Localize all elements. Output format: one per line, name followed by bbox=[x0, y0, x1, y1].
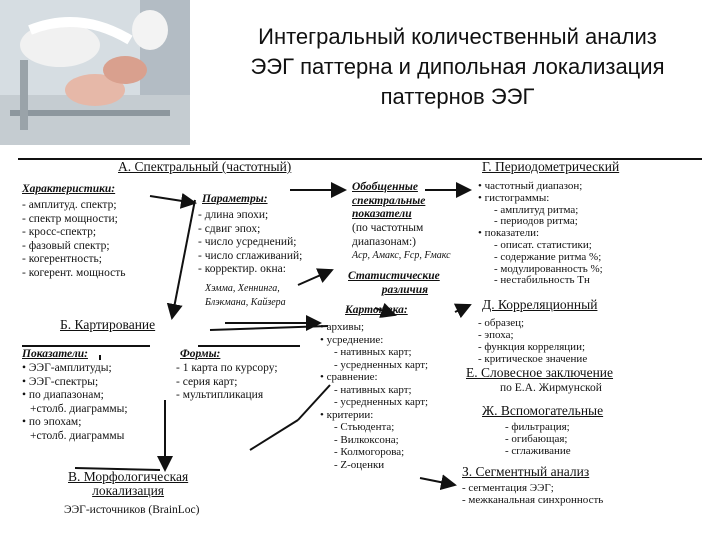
list-item: - межканальная синхронность bbox=[462, 494, 604, 506]
list-item: - Вилкоксона; bbox=[334, 433, 399, 446]
list-item: Блэкмана, Кайзера bbox=[205, 296, 286, 308]
g-list: • частотный диапазон; • гистограммы: - а… bbox=[478, 180, 603, 287]
list-item: • показатели: bbox=[478, 227, 540, 240]
section-v-heading: В. Морфологическая локализация bbox=[68, 469, 189, 498]
title-line-2: ЭЭГ паттерна и дипольная локализация bbox=[250, 54, 665, 79]
list-item: - 1 карта по курсору; bbox=[176, 362, 278, 374]
section-e-heading: Е. Словесное заключение bbox=[466, 365, 614, 380]
list-item: - нативных карт; bbox=[334, 346, 412, 358]
list-item: - спектр мощности; bbox=[22, 212, 118, 225]
list-item: • сравнение: bbox=[320, 371, 378, 383]
list-item: - содержание ритма %; bbox=[494, 250, 602, 263]
a-generalized-list: (по частотным диапазонам:) Aср, Aмакс, F… bbox=[352, 222, 451, 263]
medical-photo-icon bbox=[0, 0, 190, 145]
b-indicators-label: Показатели: bbox=[22, 348, 88, 360]
section-a-heading: А. Спектральный (частотный) bbox=[118, 159, 292, 174]
list-item: • архивы; bbox=[320, 321, 365, 333]
section-d-heading: Д. Корреляционный bbox=[482, 297, 598, 312]
a-statistical-label: Статистические различия bbox=[348, 270, 440, 296]
list-item: Хэмма, Хеннинга, bbox=[205, 283, 280, 294]
section-zh-heading: Ж. Вспомогательные bbox=[482, 403, 604, 418]
list-item: - образец; bbox=[478, 317, 525, 329]
a-parameters-list: - длина эпохи; - сдвиг эпох; - число уср… bbox=[198, 209, 302, 277]
list-item: • частотный диапазон; bbox=[478, 180, 583, 192]
list-item: - амплитуд ритма; bbox=[494, 203, 579, 216]
list-item: диапазонам:) bbox=[352, 235, 417, 248]
list-item: - функция корреляции; bbox=[478, 341, 586, 353]
a-parameters-label: Параметры: bbox=[202, 193, 268, 205]
zh-list: - фильтрация; - огибающая; - сглаживание bbox=[505, 421, 571, 457]
list-item: - описат. статистики; bbox=[494, 238, 592, 251]
list-item: - длина эпохи; bbox=[198, 209, 269, 221]
b-forms-list: - 1 карта по курсору; - серия карт; - му… bbox=[176, 362, 278, 403]
list-item: - периодов ритма; bbox=[494, 215, 578, 228]
list-item: - фазовый спектр; bbox=[22, 239, 110, 252]
list-item: - кросс-спектр; bbox=[22, 226, 97, 238]
list-item: • по диапазонам; bbox=[22, 389, 104, 401]
list-item: • ЭЭГ-амплитуды; bbox=[22, 362, 112, 374]
list-item: - сглаживание bbox=[505, 445, 571, 457]
list-item: • критерии: bbox=[320, 408, 374, 421]
section-g-heading: Г. Периодометрический bbox=[482, 159, 620, 174]
list-item: - эпоха; bbox=[478, 329, 514, 341]
list-item: - огибающая; bbox=[505, 433, 568, 445]
a-generalized-label: Обобщенные спектральные показатели bbox=[352, 181, 426, 220]
maps-list: • архивы; • усреднение: - нативных карт;… bbox=[320, 321, 428, 471]
list-item: - число сглаживаний; bbox=[198, 249, 303, 262]
a-characteristics-label: Характеристики: bbox=[22, 183, 116, 195]
section-e-subtitle: по Е.А. Жирмунской bbox=[500, 382, 602, 394]
list-item: - сегментация ЭЭГ; bbox=[462, 482, 554, 494]
z-list: - сегментация ЭЭГ; - межканальная синхро… bbox=[462, 482, 603, 506]
list-item: • по эпохам; bbox=[22, 416, 82, 428]
list-item: Aср, Aмакс, Fср, Fмакс bbox=[352, 250, 451, 261]
a-windows-list: Хэмма, Хеннинга, Блэкмана, Кайзера bbox=[205, 282, 286, 309]
list-item: - Колмогорова; bbox=[334, 446, 405, 458]
list-item: - фильтрация; bbox=[505, 421, 570, 433]
list-item: - амплитуд. спектр; bbox=[22, 199, 117, 211]
page-title: Интегральный количественный анализ ЭЭГ п… bbox=[200, 22, 715, 112]
list-item: - серия карт; bbox=[176, 375, 238, 388]
list-item: - модулированность %; bbox=[494, 262, 603, 275]
list-item: - нестабильность Tн bbox=[494, 274, 590, 287]
b-forms-label: Формы: bbox=[180, 348, 221, 360]
list-item: +столб. диаграммы bbox=[30, 429, 125, 442]
list-item: - сдвиг эпох; bbox=[198, 222, 261, 235]
section-v-subtitle: ЭЭГ-источников (BrainLoc) bbox=[64, 504, 200, 516]
list-item: - Стьюдента; bbox=[334, 421, 395, 433]
list-item: - когерентность; bbox=[22, 253, 102, 265]
list-item: • гистограммы: bbox=[478, 191, 550, 204]
list-item: - усредненных карт; bbox=[334, 358, 429, 371]
list-item: - Z-оценки bbox=[334, 458, 385, 471]
maps-label: Картотека: bbox=[345, 304, 408, 316]
a-characteristics-list: - амплитуд. спектр; - спектр мощности; -… bbox=[22, 199, 126, 280]
list-item: - мультипликация bbox=[176, 389, 264, 401]
list-item: (по частотным bbox=[352, 222, 424, 234]
medical-photo bbox=[0, 0, 190, 145]
list-item: • усреднение: bbox=[320, 333, 384, 346]
list-item: - когерент. мощность bbox=[22, 266, 126, 279]
list-item: - корректир. окна: bbox=[198, 263, 286, 275]
list-item: +столб. диаграммы; bbox=[30, 402, 128, 415]
section-b-heading: Б. Картирование bbox=[60, 317, 156, 332]
list-item: - число усреднений; bbox=[198, 236, 297, 248]
list-item: - нативных карт; bbox=[334, 383, 412, 396]
section-z-heading: З. Сегментный анализ bbox=[462, 464, 590, 479]
list-item: • ЭЭГ-спектры; bbox=[22, 375, 99, 388]
b-indicators-list: • ЭЭГ-амплитуды; • ЭЭГ-спектры; • по диа… bbox=[22, 362, 128, 443]
list-item: - усредненных карт; bbox=[334, 396, 429, 408]
title-line-3: паттернов ЭЭГ bbox=[380, 84, 535, 109]
d-list: - образец; - эпоха; - функция корреляции… bbox=[478, 317, 587, 365]
title-line-1: Интегральный количественный анализ bbox=[258, 24, 657, 49]
list-item: - критическое значение bbox=[478, 353, 588, 365]
